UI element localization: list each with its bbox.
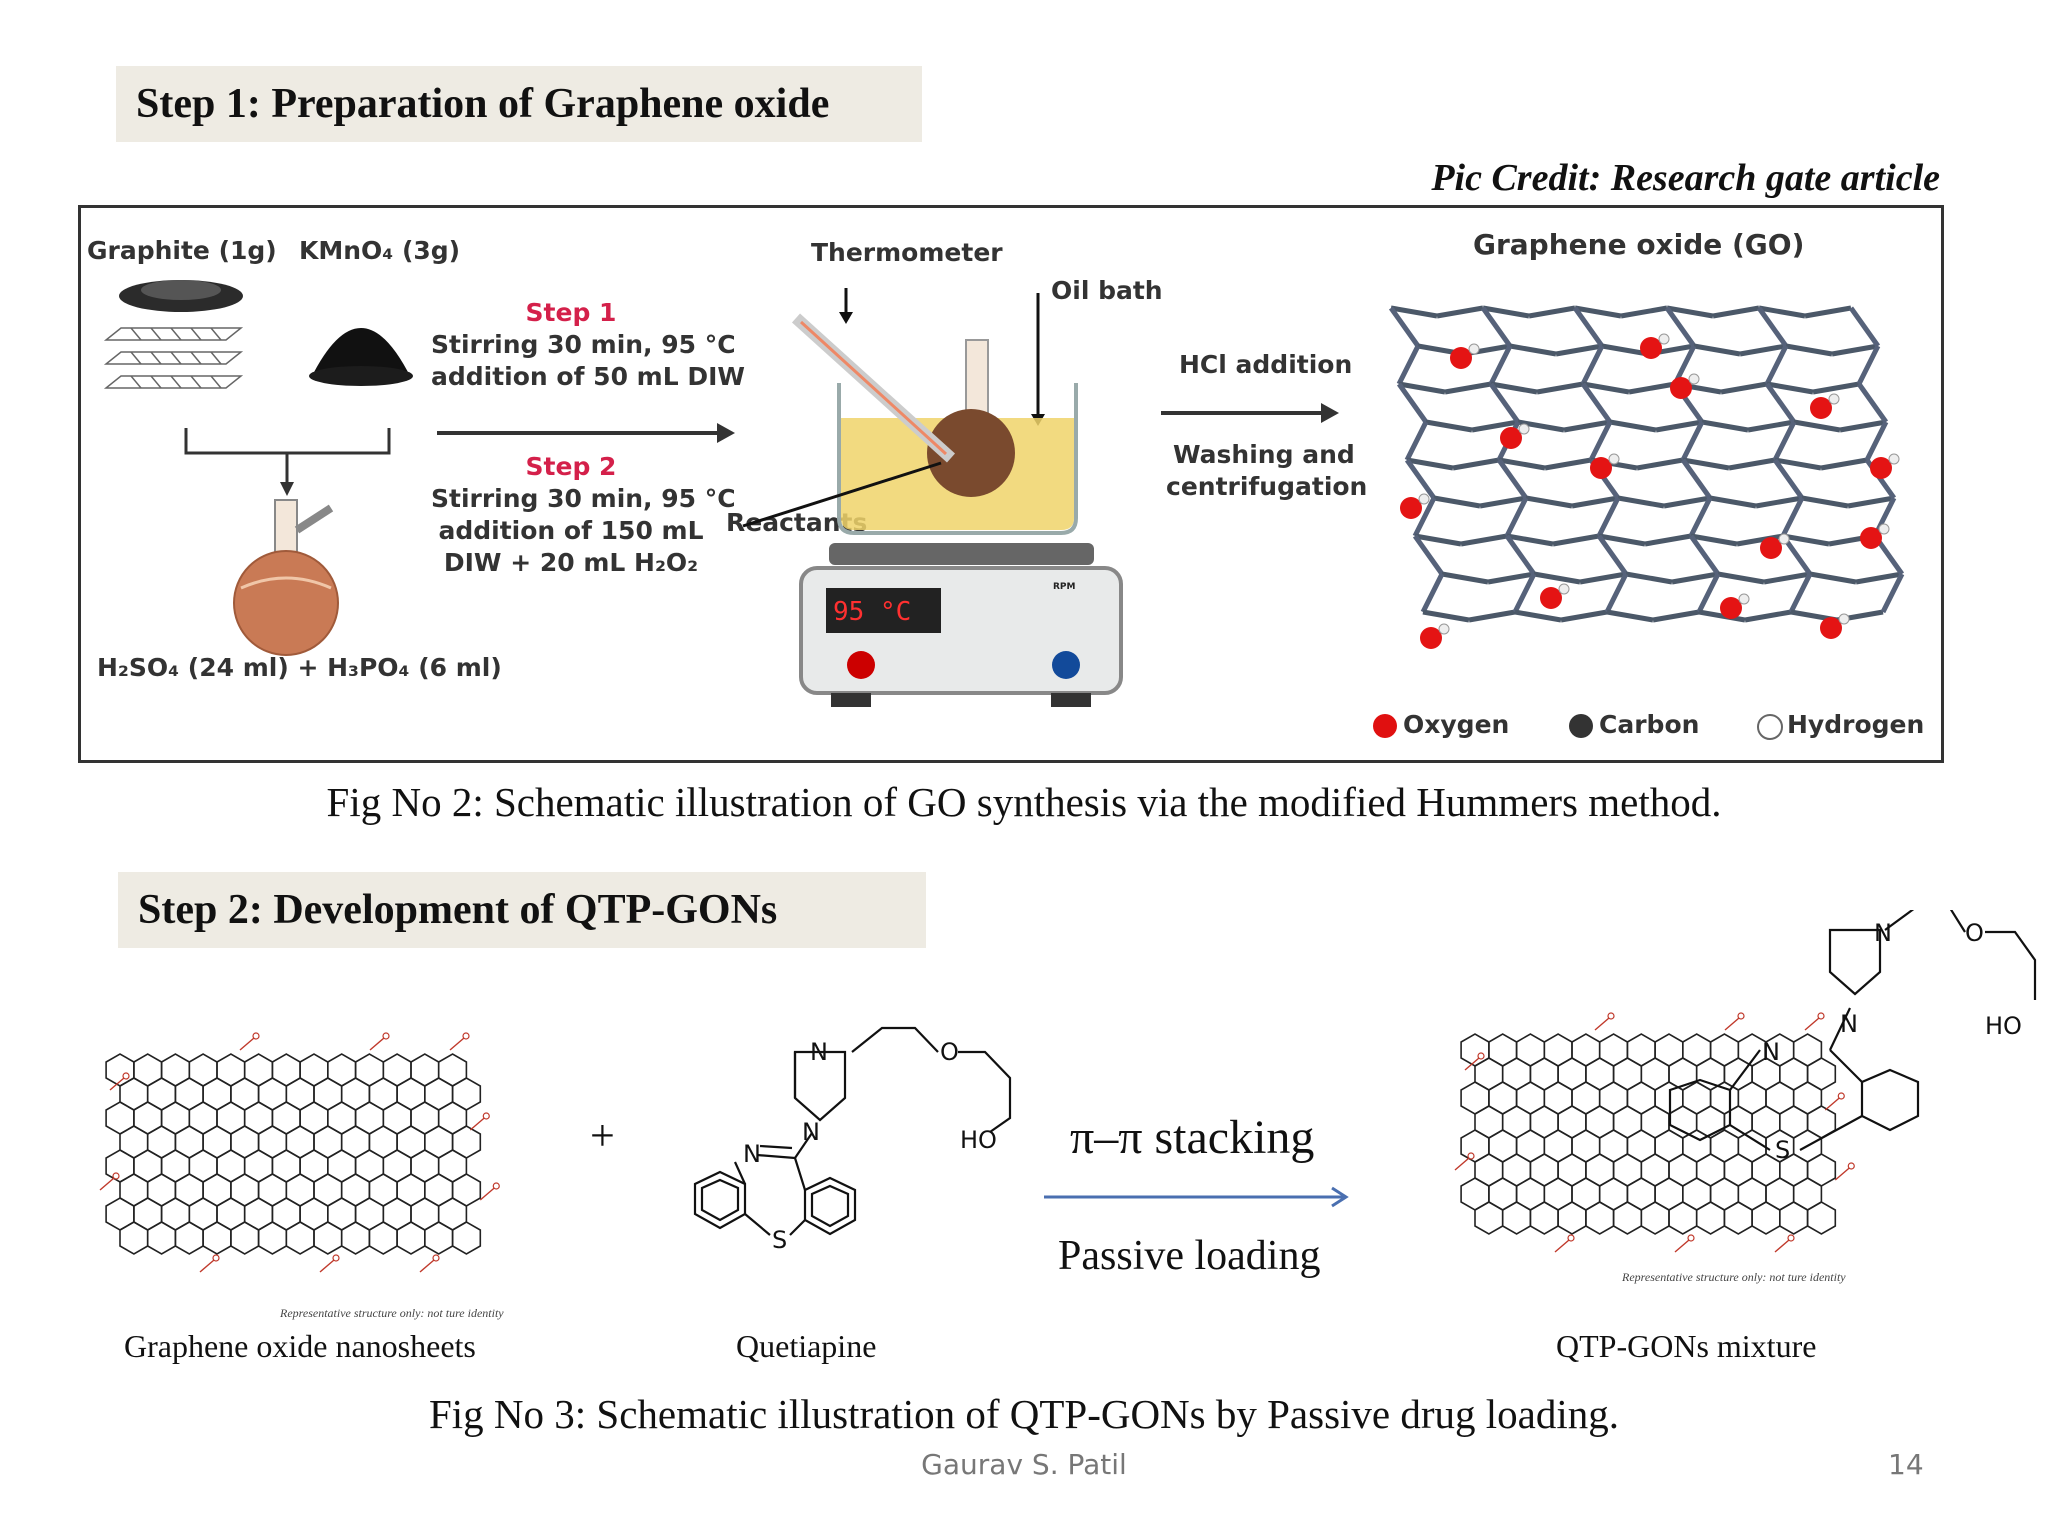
- mixture-label: QTP-GONs mixture: [1556, 1328, 1817, 1364]
- quetiapine-ho: HO: [960, 1126, 997, 1154]
- go-sheets-label: Graphene oxide nanosheets: [124, 1328, 476, 1364]
- oil-bath-label: Oil bath: [1051, 276, 1163, 305]
- washing-label-2: centrifugation: [1166, 472, 1368, 501]
- step2-header: Step 2: Development of QTP-GONs: [118, 872, 926, 948]
- step2-title: Step 2: [525, 452, 617, 481]
- acid-mixture-label: H₂SO₄ (24 ml) + H₃PO₄ (6 ml): [97, 653, 502, 682]
- thermometer-label: Thermometer: [811, 238, 1003, 267]
- kmno4-label: KMnO₄ (3g): [299, 236, 461, 265]
- quetiapine-n3: N: [743, 1140, 761, 1168]
- legend-carbon: Carbon: [1599, 710, 1700, 739]
- rpm-knob-icon: [1052, 651, 1080, 679]
- quetiapine-s: S: [772, 1226, 787, 1254]
- step2-line3: DIW + 20 mL H₂O₂: [443, 548, 699, 577]
- hcl-arrow-icon: [1161, 403, 1339, 423]
- quetiapine-structure: N O N HO N S: [693, 1026, 1012, 1254]
- hex-grid: [105, 1053, 482, 1255]
- graphene-oxide-nanosheet-structure: [99, 1032, 500, 1273]
- footer-author: Gaurav S. Patil: [921, 1448, 1127, 1481]
- qtp-ho: HO: [1985, 1012, 2022, 1040]
- step2-line1: Stirring 30 min, 95 °C: [431, 484, 736, 513]
- graphite-label: Graphite (1g): [87, 236, 277, 265]
- hydrogen-legend-icon: [1757, 714, 1783, 740]
- functional-groups: [1454, 1012, 1855, 1253]
- fig2-caption: Fig No 2: Schematic illustration of GO s…: [326, 779, 1722, 825]
- step1-header-text: Step 1: Preparation of Graphene oxide: [136, 81, 830, 127]
- pi-stacking-label: π–π stacking: [1070, 1111, 1315, 1164]
- qtp-o: O: [1965, 919, 1984, 947]
- qtp-n1: N: [1874, 919, 1892, 947]
- graphite-layers-icon: [103, 327, 244, 389]
- go-synthesis-figure: Graphite (1g) KMnO₄ (3g) H₂SO₄ (24 ml) +…: [78, 205, 1944, 763]
- rpm-label: RPM: [1053, 582, 1076, 592]
- step1-title: Step 1: [525, 298, 617, 327]
- step1-arrow-icon: [437, 423, 735, 443]
- go-title: Graphene oxide (GO): [1473, 228, 1805, 261]
- temperature-display: [826, 588, 941, 633]
- quetiapine-n2: N: [802, 1118, 820, 1146]
- reagents-illustration: [103, 280, 413, 656]
- round-flask-icon: [233, 499, 339, 656]
- step1-line2: addition of 50 mL DIW: [431, 362, 745, 391]
- hex-grid: [1460, 1033, 1837, 1235]
- legend-oxygen: Oxygen: [1403, 710, 1510, 739]
- qtp-s: S: [1775, 1136, 1790, 1160]
- page-number: 14: [1888, 1448, 1924, 1481]
- graphene-oxide-3d-model: [1388, 305, 1905, 649]
- qtp-gons-mixture-structure: [1454, 1012, 1855, 1253]
- washing-label-1: Washing and: [1173, 440, 1355, 469]
- fig3-caption: Fig No 3: Schematic illustration of QTP-…: [428, 1391, 1620, 1437]
- carbon-legend-icon: [1569, 714, 1593, 738]
- functional-groups: [99, 1032, 500, 1273]
- qtp-n3: N: [1762, 1038, 1780, 1066]
- hotplate-apparatus: [742, 288, 1123, 707]
- oxygen-legend-icon: [1373, 714, 1397, 738]
- quetiapine-n1: N: [810, 1038, 828, 1066]
- step1-header: Step 1: Preparation of Graphene oxide: [116, 66, 922, 142]
- step1-line1: Stirring 30 min, 95 °C: [431, 330, 736, 359]
- quetiapine-o: O: [940, 1038, 959, 1066]
- legend-hydrogen: Hydrogen: [1787, 710, 1925, 739]
- go-lattice: [1388, 305, 1905, 623]
- quetiapine-label: Quetiapine: [736, 1328, 877, 1364]
- loading-arrow-icon: [1044, 1186, 1349, 1208]
- step2-header-text: Step 2: Development of QTP-GONs: [138, 887, 778, 933]
- mixture-note: Representative structure only: not ture …: [1622, 1270, 1846, 1284]
- kmno4-pile: [311, 328, 411, 378]
- qtp-n2: N: [1840, 1010, 1858, 1038]
- heat-knob-icon: [847, 651, 875, 679]
- qtp-bound-quetiapine: N O N HO N S: [1668, 910, 2037, 1160]
- passive-loading-label: Passive loading: [1058, 1233, 1321, 1279]
- pic-credit: Pic Credit: Research gate article: [1431, 157, 1940, 199]
- go-oxygen-atoms: [1400, 333, 1900, 649]
- hcl-label: HCl addition: [1179, 350, 1353, 379]
- temperature-display-text: 95 °C: [833, 597, 912, 627]
- step2-line2: addition of 150 mL: [438, 516, 704, 545]
- nanosheet-note: Representative structure only: not ture …: [280, 1306, 504, 1320]
- plus-sign: +: [590, 1111, 615, 1160]
